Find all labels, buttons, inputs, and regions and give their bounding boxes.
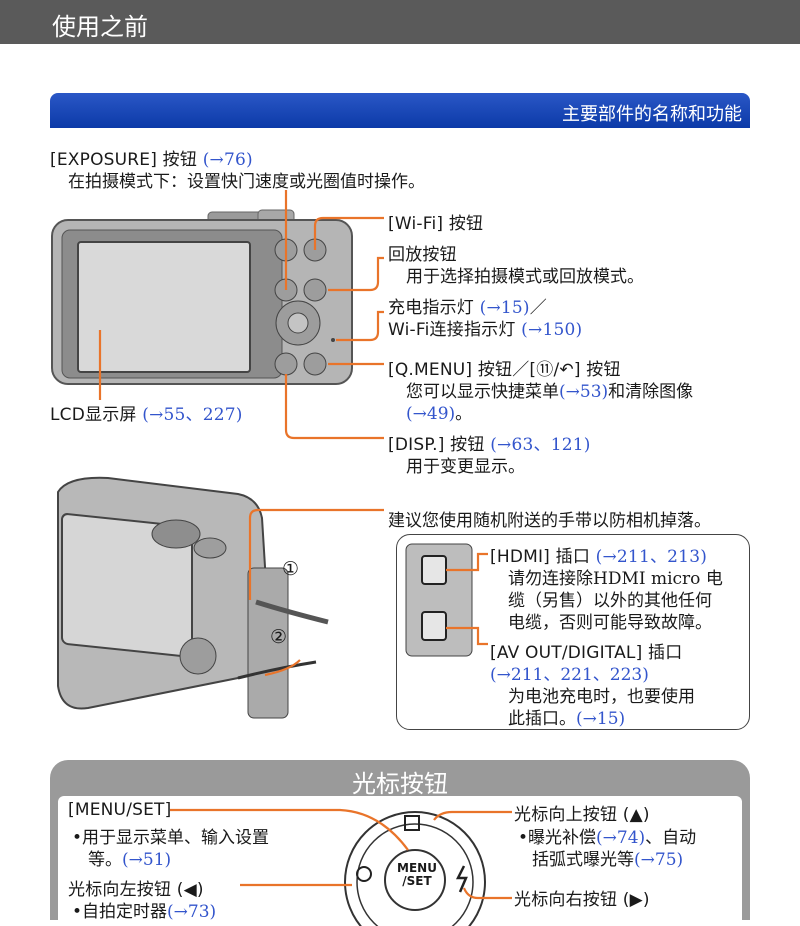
qmenu-desc-ref: (→53): [559, 382, 609, 402]
qmenu-desc-text-2: 和清除图像: [608, 382, 694, 402]
section-title: 主要部件的名称和功能: [562, 104, 742, 125]
wifi-button-label: [Wi-Fi] 按钮: [388, 214, 484, 234]
connector-box: [396, 534, 750, 730]
qmenu-label: [Q.MENU] 按钮／[: [388, 360, 537, 380]
disp-line: [DISP.] 按钮 (→63、121): [388, 430, 591, 455]
up-desc-text-3: 括弧式曝光等: [532, 850, 634, 870]
qmenu-desc-2: (→49)。: [406, 399, 472, 424]
cursor-pad-illustration: [344, 811, 486, 926]
exposure-label: [EXPOSURE] 按钮: [50, 150, 198, 170]
playback-button-icon: [303, 278, 327, 302]
menu-set-button-text[interactable]: MENU /SET: [394, 862, 440, 888]
lcd-screen: [77, 241, 251, 373]
menu-set-text-1: MENU: [397, 861, 437, 875]
menu-set-label: [MENU/SET]: [68, 800, 172, 820]
hdmi-desc-3: 电缆，否则可能导致故障。: [508, 613, 712, 633]
trash-icon: ⑪: [536, 360, 554, 380]
charge-slash: ／: [529, 298, 547, 318]
menu-set-button-icon: [287, 312, 309, 334]
up-button-label: 光标向上按钮 (▲): [514, 805, 650, 825]
callout-lines-lower: [248, 508, 384, 677]
back-icon: ↶: [559, 360, 574, 380]
hdmi-label: [HDMI] 插口: [490, 547, 591, 567]
disp-desc: 用于变更显示。: [406, 457, 525, 477]
left-button-label: 光标向左按钮 (◀): [68, 880, 204, 900]
hdmi-desc-1: 请勿连接除HDMI micro 电: [508, 569, 723, 589]
port-cover-icon: [247, 567, 289, 719]
strap-icon: [255, 599, 329, 625]
avout-desc-2: 此插口。(→15): [508, 704, 625, 729]
right-button-label: 光标向右按钮 (▶): [514, 890, 650, 910]
left-button-desc: •自拍定时器(→73): [72, 897, 216, 922]
section-bar: 主要部件的名称和功能: [50, 93, 750, 128]
page-title: 使用之前: [52, 13, 148, 41]
disp-ref: (→63、121): [490, 435, 591, 455]
up-desc-text: •曝光补偿: [518, 828, 597, 848]
menu-set-desc-2: 等。(→51): [88, 845, 171, 870]
step-2-marker: ②: [270, 626, 288, 648]
exposure-ref: (→76): [202, 150, 253, 170]
menu-set-desc-ref: (→51): [122, 850, 172, 870]
wifi-lamp-ref: (→150): [521, 320, 583, 340]
hdmi-desc-2: 缆（另售）以外的其他任何: [508, 591, 712, 611]
qmenu-delete-ref: (→49): [406, 404, 456, 424]
charge-line: 充电指示灯 (→15)／: [388, 293, 547, 318]
up-desc-text-2: 、自动: [645, 828, 697, 848]
exposure-desc: 在拍摄模式下：设置快门速度或光圈值时操作。: [68, 172, 425, 192]
playback-label: 回放按钮: [388, 245, 457, 265]
charge-label: 充电指示灯: [388, 298, 474, 318]
cursor-callout-lines: [170, 808, 512, 900]
playback-desc: 用于选择拍摄模式或回放模式。: [406, 267, 644, 287]
exposure-label-line: [EXPOSURE] 按钮 (→76): [50, 145, 253, 170]
cursor-ring-side-icon: [179, 637, 217, 675]
lcd-ref: (→55、227): [142, 405, 243, 425]
qmenu-button-icon: [303, 352, 327, 376]
avout-desc-1: 为电池充电时，也要使用: [508, 687, 695, 707]
qmenu-desc-1: 您可以显示快捷菜单(→53)和清除图像: [406, 377, 693, 402]
charge-lamp-icon: [331, 338, 335, 342]
callout-lines: [98, 190, 384, 440]
menu-set-desc-text: 等。: [88, 850, 122, 870]
avout-desc-ref: (→15): [576, 709, 626, 729]
strap-desc: 建议您使用随机附送的手带以防相机掉落。: [388, 511, 711, 531]
hdmi-port-icon: [421, 555, 447, 585]
up-desc-ref: (→74): [596, 828, 646, 848]
lcd-label: LCD显示屏: [50, 405, 137, 425]
qmenu-period: 。: [455, 404, 473, 424]
wifi-lamp-label: Wi-Fi连接指示灯: [388, 320, 516, 340]
page-header: 使用之前: [0, 0, 800, 44]
left-desc-ref: (→73): [167, 902, 217, 922]
connector-illustration: [405, 543, 488, 657]
mode-dial-side-icon: [151, 519, 201, 549]
disp-label: [DISP.] 按钮: [388, 435, 485, 455]
up-button-desc-1: •曝光补偿(→74)、自动: [518, 823, 696, 848]
camera-side-illustration: [57, 476, 329, 719]
camera-back-illustration: [51, 209, 353, 385]
self-timer-icon: [356, 866, 372, 882]
wifi-lamp-line: Wi-Fi连接指示灯 (→150): [388, 315, 582, 340]
qmenu-line: [Q.MENU] 按钮／[⑪/↶] 按钮: [388, 355, 621, 380]
up-desc-ref-2: (→75): [634, 850, 684, 870]
hdmi-line: [HDMI] 插口 (→211、213): [490, 542, 707, 567]
flash-icon: [455, 865, 468, 893]
qmenu-label-end: ] 按钮: [573, 360, 621, 380]
qmenu-desc-text: 您可以显示快捷菜单: [406, 382, 559, 402]
cursor-section-title: 光标按钮: [352, 770, 448, 798]
exposure-comp-icon: [404, 815, 420, 831]
menu-set-text-2: /SET: [402, 874, 432, 888]
avout-ref: (→211、221、223): [490, 665, 649, 685]
hdmi-ref: (→211、213): [595, 547, 708, 567]
charge-ref: (→15): [479, 298, 530, 318]
av-port-icon: [421, 611, 447, 641]
avout-label: [AV OUT/DIGITAL] 插口: [490, 643, 683, 663]
menu-set-center-button: [384, 849, 446, 911]
step-1-marker: ①: [282, 558, 300, 580]
left-desc-text: •自拍定时器: [72, 902, 168, 922]
menu-set-desc-1: •用于显示菜单、输入设置: [72, 828, 270, 848]
lcd-line: LCD显示屏 (→55、227): [50, 400, 243, 425]
qmenu-slash: /: [553, 360, 560, 380]
avout-desc-text: 此插口。: [508, 709, 576, 729]
up-button-desc-2: 括弧式曝光等(→75): [532, 845, 683, 870]
